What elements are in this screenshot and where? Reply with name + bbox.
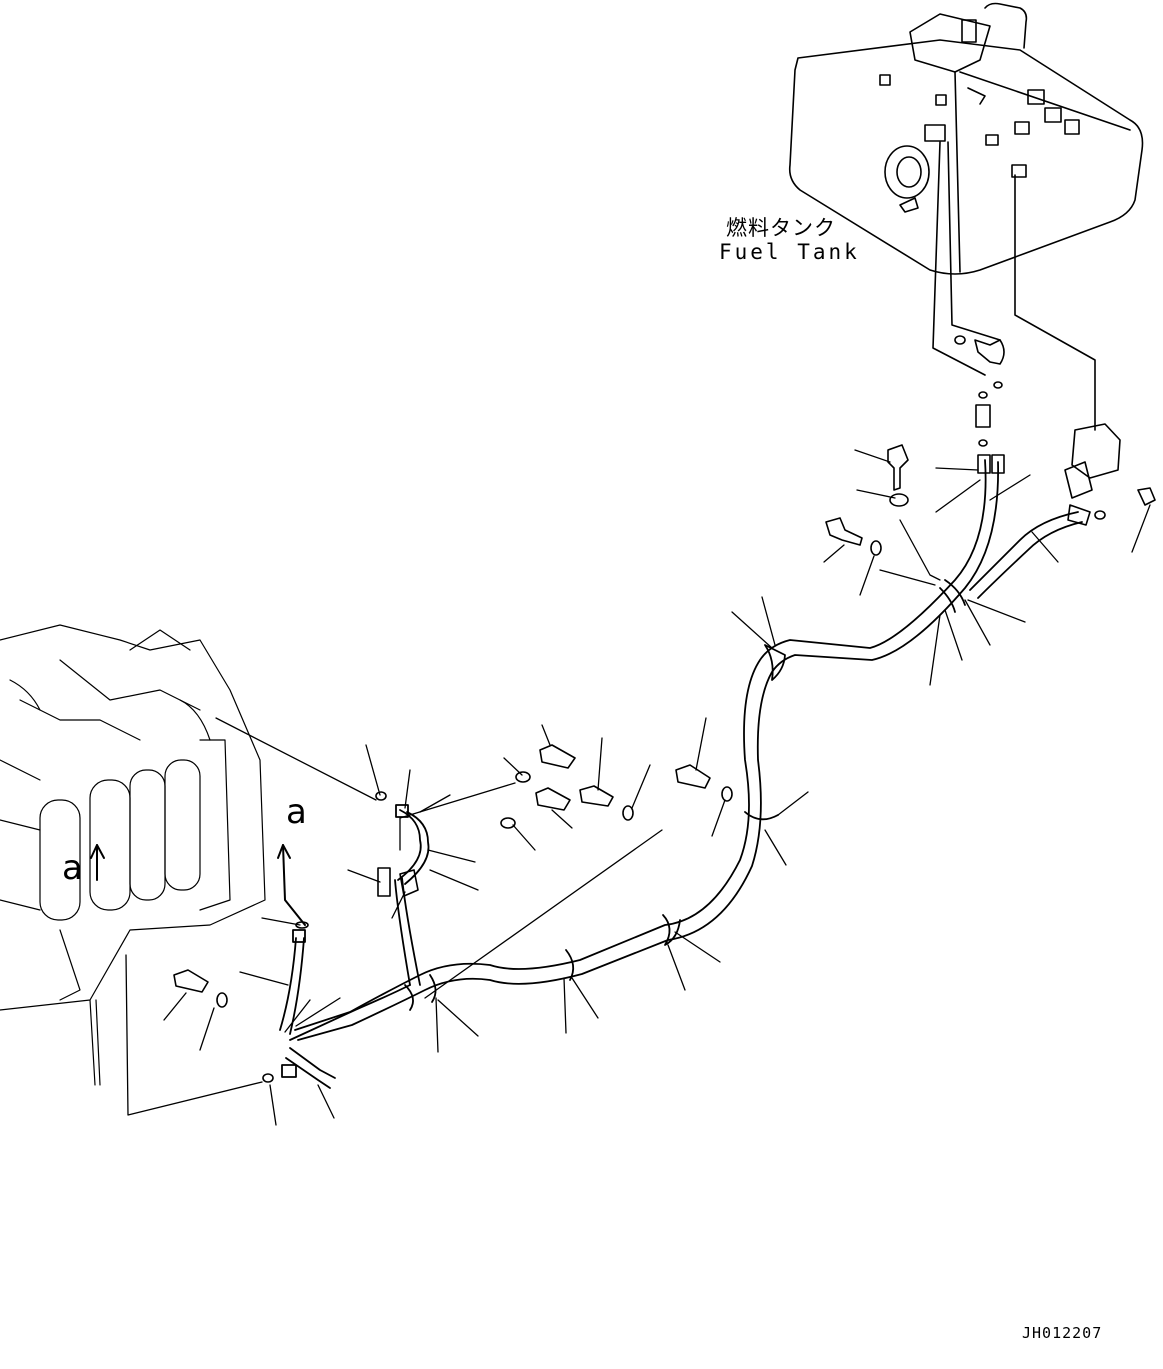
view-marker-a-engine: a: [62, 848, 83, 888]
fuel-tank: [788, 2, 1144, 275]
tank-outlet-fittings: [954, 335, 1005, 447]
drawing-number: JH012207: [1022, 1324, 1103, 1342]
engine-assembly: [0, 624, 266, 1086]
tank-leader-lines: [932, 141, 1096, 431]
hardware-parts: [173, 444, 909, 1083]
main-hose: [294, 459, 1083, 1041]
fuel-tank-label-en: Fuel Tank: [719, 240, 860, 264]
valve-block: [1064, 423, 1156, 520]
view-arrows: [90, 844, 306, 926]
hose-clamps: [404, 579, 966, 1011]
leader-lines: [125, 449, 1151, 1126]
fuel-tank-label-jp: 燃料タンク: [726, 216, 836, 240]
upper-hose-ends: [977, 454, 1091, 526]
lower-hose-branch: [279, 804, 430, 1089]
view-marker-a-upper: a: [286, 792, 307, 832]
